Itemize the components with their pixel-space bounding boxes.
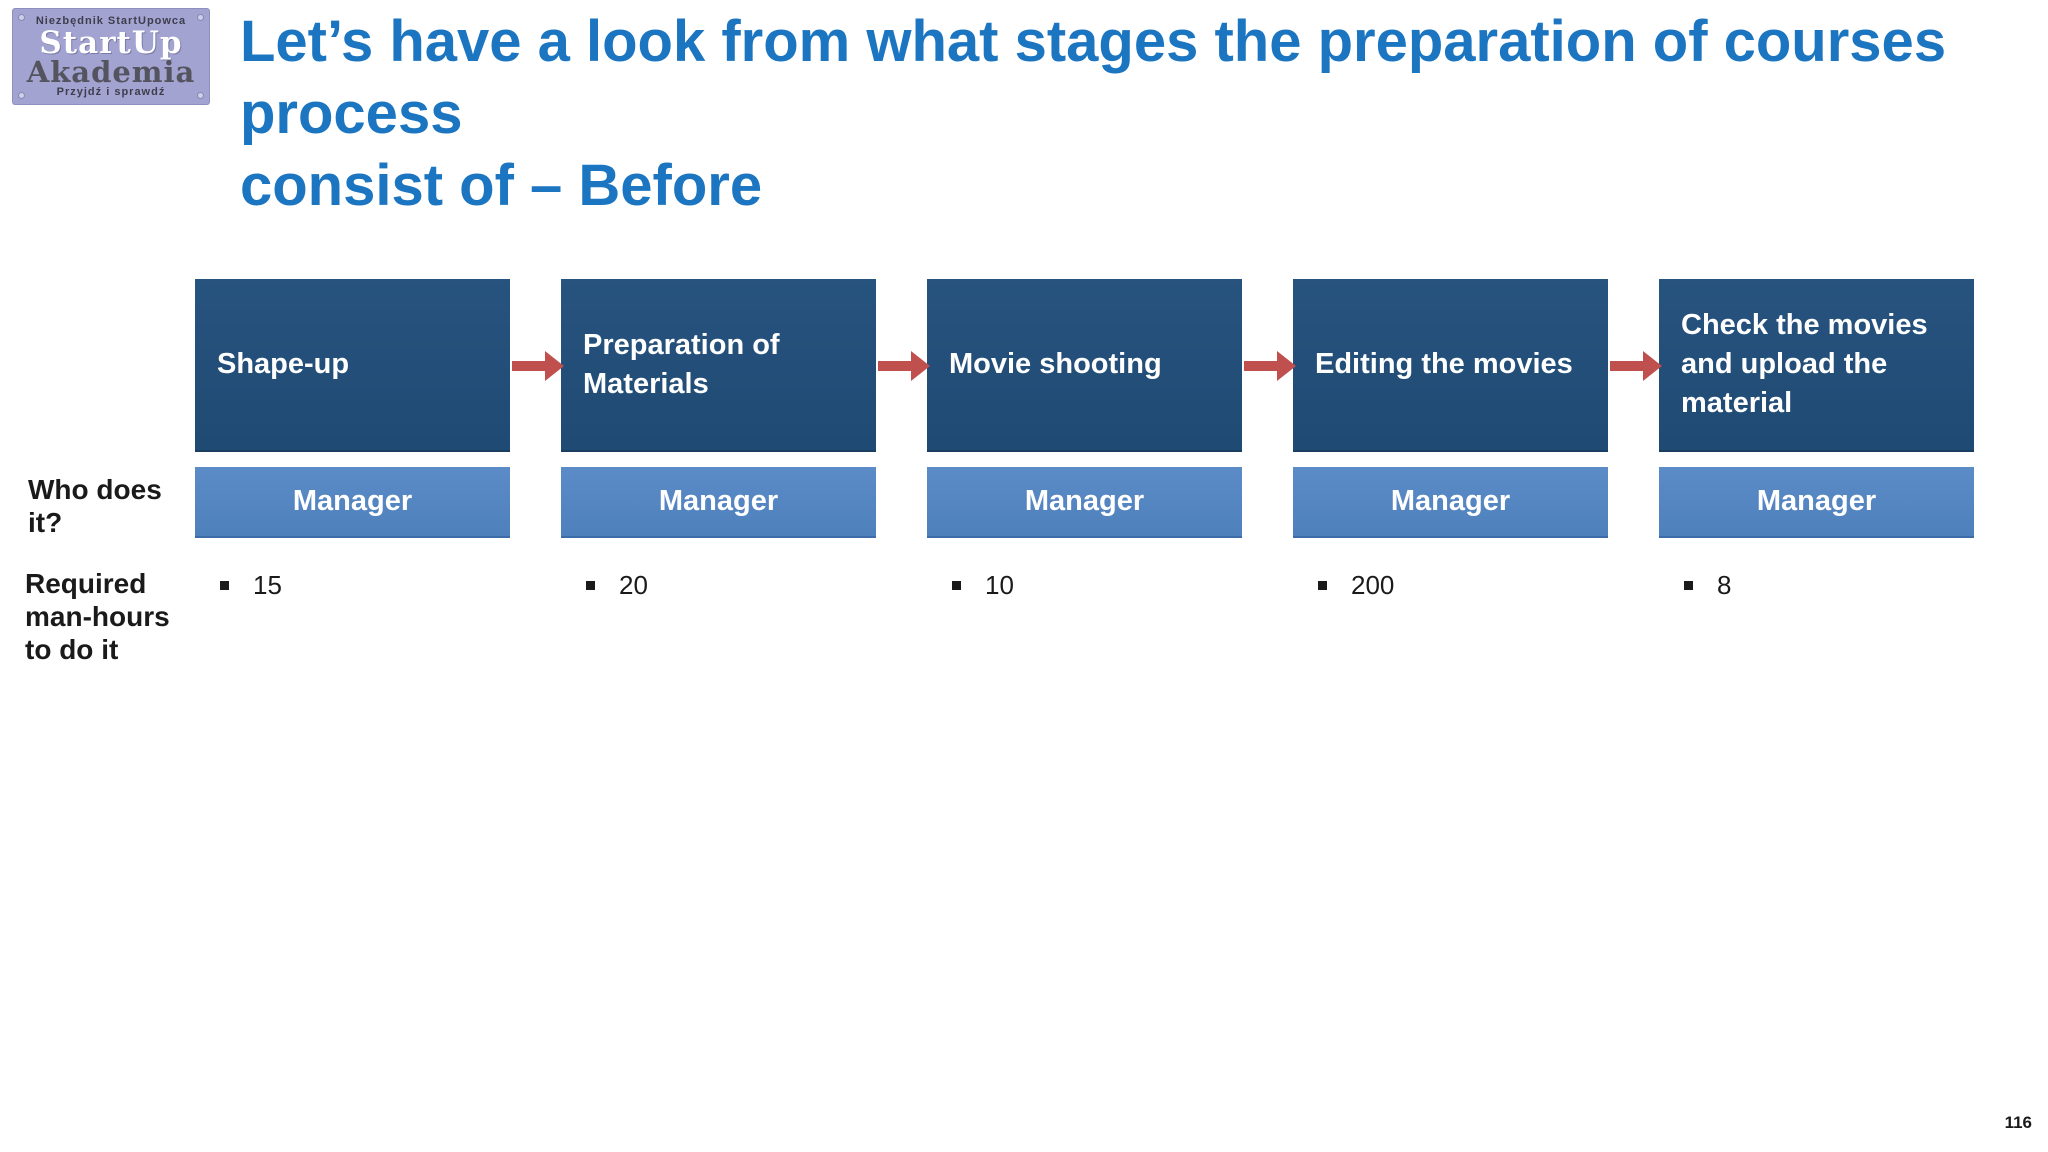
stage-hours: 20 bbox=[586, 568, 648, 602]
logo-screw-icon bbox=[197, 92, 204, 99]
stage-column: Shape-up Manager 15 bbox=[195, 279, 510, 624]
stage-hours-value: 200 bbox=[1351, 569, 1395, 600]
logo-screw-icon bbox=[18, 14, 25, 21]
row-label-required-man-hours: Required man-hours to do it bbox=[25, 568, 170, 665]
logo-tagline-top: Niezbędnik StartUpowca bbox=[35, 14, 187, 27]
flow-arrow-icon bbox=[1244, 351, 1296, 381]
stage-hours: 10 bbox=[952, 568, 1014, 602]
flow-arrow-icon bbox=[1610, 351, 1662, 381]
slide-title-line1: Let’s have a look from what stages the p… bbox=[240, 9, 1947, 146]
stage-box: Preparation of Materials bbox=[561, 279, 876, 452]
stage-label: Editing the movies bbox=[1315, 348, 1573, 380]
stage-owner-label: Manager bbox=[1756, 485, 1877, 517]
stage-box: Movie shooting bbox=[927, 279, 1242, 452]
startup-akademia-logo: Niezbędnik StartUpowca StartUp Akademia … bbox=[12, 8, 210, 105]
stage-column: Movie shooting Manager 10 bbox=[927, 279, 1242, 624]
page-number: 116 bbox=[2004, 1113, 2032, 1132]
stage-owner-bar: Manager bbox=[195, 467, 510, 538]
logo-screw-icon bbox=[18, 92, 25, 99]
bullet-square-icon bbox=[952, 580, 961, 590]
flow-arrow-icon bbox=[512, 351, 564, 381]
stage-label: Shape-up bbox=[217, 348, 350, 380]
row-label-who-does-it: Who does it? bbox=[28, 474, 162, 538]
slide-title: Let’s have a look from what stages the p… bbox=[240, 6, 2000, 222]
logo-tagline-bottom: Przyjdź i sprawdź bbox=[56, 85, 166, 98]
stage-hours: 15 bbox=[220, 568, 282, 602]
stage-owner-bar: Manager bbox=[927, 467, 1242, 538]
stage-hours-value: 20 bbox=[619, 569, 648, 600]
flow-arrow-icon bbox=[878, 351, 930, 381]
stage-owner-label: Manager bbox=[292, 485, 413, 517]
stage-label: Movie shooting bbox=[949, 348, 1162, 380]
stage-column: Editing the movies Manager 200 bbox=[1293, 279, 1608, 624]
stage-owner-label: Manager bbox=[1024, 485, 1145, 517]
bullet-square-icon bbox=[586, 580, 595, 590]
stage-column: Preparation of Materials Manager 20 bbox=[561, 279, 876, 624]
stage-owner-label: Manager bbox=[1390, 485, 1511, 517]
stage-hours: 8 bbox=[1684, 568, 1731, 602]
stage-owner-bar: Manager bbox=[1293, 467, 1608, 538]
stage-owner-bar: Manager bbox=[1659, 467, 1974, 538]
logo-title-akademia: Akademia bbox=[26, 54, 196, 89]
stage-label: Preparation of Materials bbox=[583, 328, 780, 400]
bullet-square-icon bbox=[1684, 580, 1693, 590]
slide-title-line2: consist of – Before bbox=[240, 153, 763, 218]
logo-title-startup: StartUp bbox=[39, 24, 183, 61]
stage-hours-value: 15 bbox=[253, 569, 282, 600]
bullet-square-icon bbox=[220, 580, 229, 590]
stage-hours-value: 8 bbox=[1717, 569, 1732, 600]
stage-owner-label: Manager bbox=[658, 485, 779, 517]
stage-hours-value: 10 bbox=[985, 569, 1014, 600]
stage-owner-bar: Manager bbox=[561, 467, 876, 538]
stage-label: Check the movies and upload the material bbox=[1681, 309, 1928, 419]
stage-box: Shape-up bbox=[195, 279, 510, 452]
bullet-square-icon bbox=[1318, 580, 1327, 590]
stage-hours: 200 bbox=[1318, 568, 1394, 602]
stage-box: Editing the movies bbox=[1293, 279, 1608, 452]
stage-column: Check the movies and upload the material… bbox=[1659, 279, 1974, 624]
stage-box: Check the movies and upload the material bbox=[1659, 279, 1974, 452]
logo-screw-icon bbox=[197, 14, 204, 21]
